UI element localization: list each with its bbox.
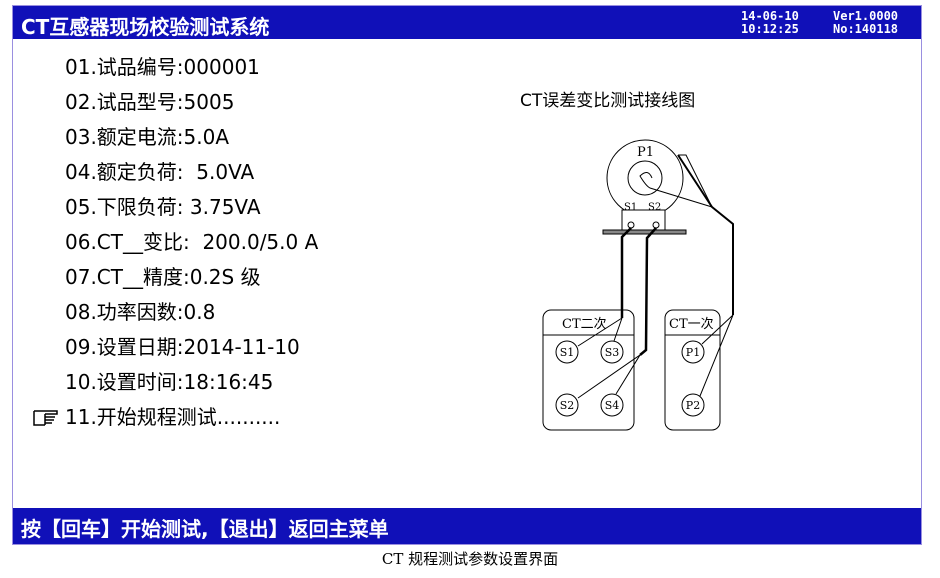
s2-label: S2 [648,202,661,213]
terminal-s1: S1 [560,346,575,359]
version: Ver1.0000 [833,9,899,23]
param-item[interactable]: 03.额定电流:5.0A [65,125,230,149]
terminal-p1: P1 [686,346,700,359]
device-screen: CT互感器现场校验测试系统 14-06-10 10:12:25 Ver1.000… [12,5,922,545]
key-hint: 按【回车】开始测试,【退出】返回主菜单 [21,517,389,541]
ct-secondary-box [542,309,635,431]
param-item[interactable]: 01.试品编号:000001 [65,55,260,79]
ct-primary-box [664,309,721,431]
param-item[interactable]: 10.设置时间:18:16:45 [65,370,274,394]
s1-label: S1 [624,202,637,213]
terminal-s3: S3 [605,346,620,359]
secondary-box-label: CT二次 [562,316,607,332]
param-item[interactable]: 05.下限负荷: 3.75VA [65,195,261,219]
title-bar: CT互感器现场校验测试系统 14-06-10 10:12:25 Ver1.000… [13,6,921,39]
ct-inner-ring [627,160,663,196]
time: 10:12:25 [741,22,799,36]
status-bar: 按【回车】开始测试,【退出】返回主菜单 [13,508,921,544]
param-item[interactable]: 04.额定负荷: 5.0VA [65,160,255,184]
figure-caption: CT 规程测试参数设置界面 [381,550,559,568]
param-item[interactable]: 08.功率因数:0.8 [65,300,216,324]
terminal-s2: S2 [560,399,575,412]
serial-number: No:140118 [833,22,899,36]
param-item[interactable]: 06.CT__变比: 200.0/5.0 A [65,230,319,254]
date: 14-06-10 [741,9,799,23]
terminal-s4: S4 [605,399,620,412]
pointing-hand-icon [33,410,58,426]
diagram-title: CT误差变比测试接线图 [520,91,696,111]
p1-label: P1 [637,145,654,160]
param-item[interactable]: 09.设置日期:2014-11-10 [65,335,300,359]
start-test-item[interactable]: 11.开始规程测试.......... [65,405,281,429]
param-item[interactable]: 02.试品型号:5005 [65,90,235,114]
app-title: CT互感器现场校验测试系统 [21,15,270,39]
param-item[interactable]: 07.CT__精度:0.2S 级 [65,265,261,289]
primary-box-label: CT一次 [669,316,714,332]
terminal-p2: P2 [686,399,700,412]
